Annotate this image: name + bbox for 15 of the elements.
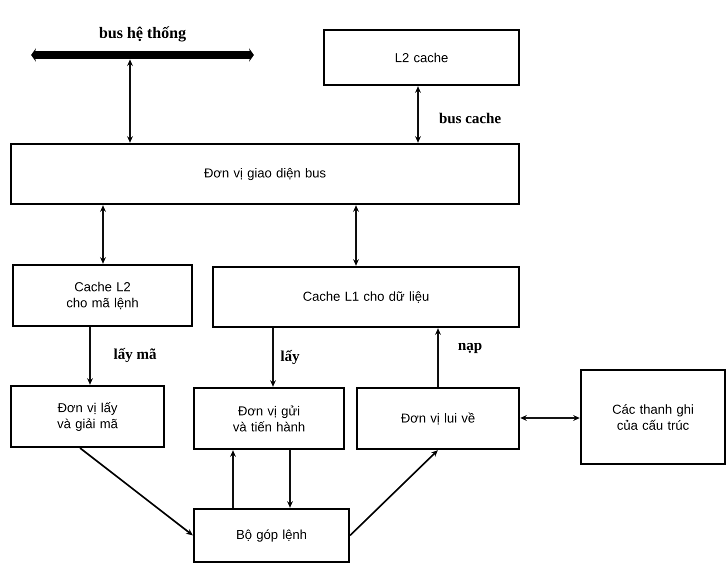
unit-box: Đơn vị lấy và giải mã xyxy=(10,385,165,448)
unit-box: Các thanh ghi của cấu trúc xyxy=(580,369,726,465)
unit-box: L2 cache xyxy=(323,29,520,86)
edge-label: nạp xyxy=(458,342,482,354)
unit-box: Đơn vị gửi và tiến hành xyxy=(193,387,345,450)
bus-label: bus hệ thống xyxy=(99,26,186,42)
edge-label: lấy xyxy=(280,350,300,364)
unit-box: Đơn vị giao diện bus xyxy=(10,143,520,205)
edge-label: lấy mã xyxy=(114,348,156,362)
edge-label: bus cache xyxy=(439,112,501,124)
unit-box: Cache L1 cho dữ liệu xyxy=(212,266,520,328)
unit-box: Đơn vị lui về xyxy=(356,387,520,450)
arrow xyxy=(349,450,438,536)
unit-box: Bộ góp lệnh xyxy=(193,508,350,563)
unit-box: Cache L2 cho mã lệnh xyxy=(12,264,193,327)
